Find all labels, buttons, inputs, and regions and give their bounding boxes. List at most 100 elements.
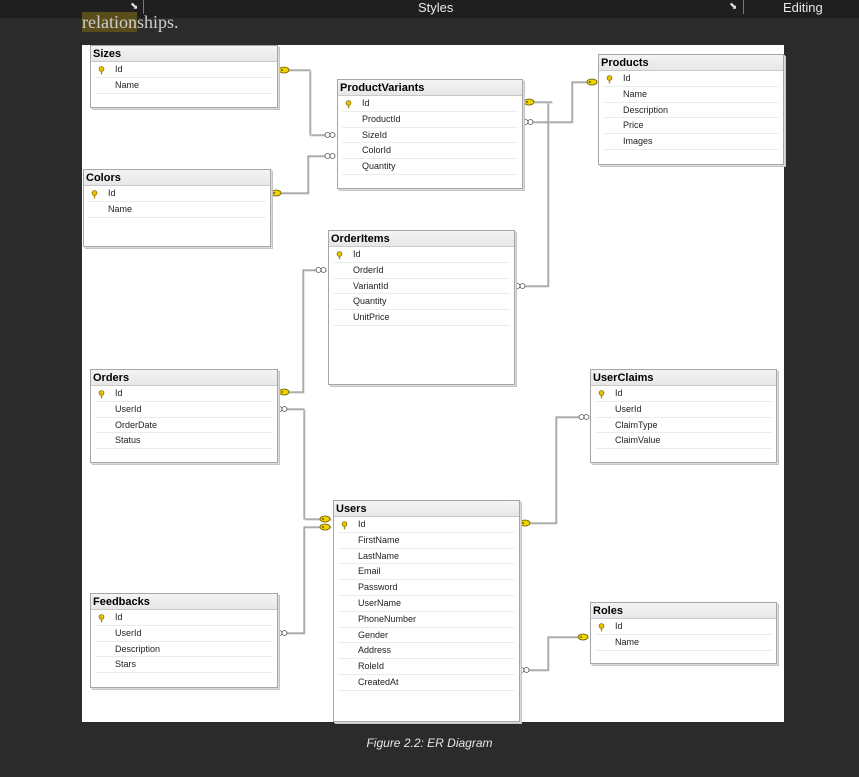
column-name: UserId: [115, 627, 142, 638]
dialog-launcher-icon[interactable]: ⬊: [130, 1, 139, 12]
column-row: LastName: [338, 549, 515, 565]
primary-key-icon: [335, 250, 344, 260]
column-name: RoleId: [358, 661, 385, 672]
table-title: Feedbacks: [91, 594, 277, 610]
column-name: UnitPrice: [353, 312, 390, 323]
column-name: Id: [362, 98, 370, 108]
column-row: Id: [333, 247, 510, 263]
column-name: Name: [623, 88, 648, 99]
many-end-infinity-icon: [276, 630, 288, 636]
editing-group-label[interactable]: Editing: [783, 0, 823, 15]
primary-key-icon: [597, 622, 606, 632]
column-row: ColorId: [342, 143, 518, 160]
primary-key-icon: [97, 613, 106, 623]
many-end-infinity-icon: [324, 153, 336, 159]
column-row: UnitPrice: [333, 310, 510, 326]
primary-key-icon: [605, 74, 614, 84]
column-name: OrderDate: [115, 419, 158, 430]
one-end-key-icon: [586, 78, 598, 86]
styles-group-label: Styles: [418, 0, 454, 15]
column-row: UserId: [95, 626, 273, 642]
column-row: UserId: [595, 402, 772, 418]
column-row: Quantity: [342, 159, 518, 175]
column-name: VariantId: [353, 280, 389, 291]
one-end-key-icon: [523, 98, 535, 106]
ribbon-bar: ⬊ Styles ⬊ Editing: [0, 0, 859, 18]
primary-key-icon: [90, 189, 99, 199]
many-end-infinity-icon: [324, 132, 336, 138]
table-title: ProductVariants: [338, 80, 522, 96]
column-name: Id: [115, 64, 123, 74]
relationship-lines: [270, 66, 598, 673]
many-end-infinity-icon: [514, 283, 526, 289]
primary-key-icon: [97, 389, 106, 399]
column-row: Description: [603, 103, 779, 119]
primary-key-icon: [597, 389, 606, 399]
column-row: SizeId: [342, 128, 518, 144]
table-title: Sizes: [91, 46, 277, 62]
column-row: Id: [595, 386, 772, 402]
column-row: Id: [88, 186, 266, 202]
column-name: Id: [358, 519, 366, 529]
column-name: ClaimType: [615, 419, 658, 430]
column-row: Description: [95, 642, 273, 658]
many-end-infinity-icon: [578, 414, 590, 420]
table-title: Users: [334, 501, 519, 517]
figure-caption: Figure 2.2: ER Diagram: [366, 736, 493, 750]
column-row: RoleId: [338, 659, 515, 675]
column-name: Id: [115, 388, 123, 398]
column-row: OrderDate: [95, 418, 273, 434]
column-name: Gender: [358, 629, 389, 640]
column-row: ClaimValue: [595, 433, 772, 450]
highlighted-text: relation: [82, 12, 137, 32]
column-name: FirstName: [358, 534, 400, 545]
document-text-fragment: relationships.: [82, 12, 179, 32]
one-end-key-icon: [519, 519, 531, 527]
column-name: Id: [353, 249, 361, 259]
divider: [143, 0, 144, 14]
column-name: Images: [623, 136, 653, 147]
column-name: Id: [615, 621, 623, 631]
column-row: Price: [603, 118, 779, 135]
one-end-key-icon: [577, 633, 589, 641]
many-end-infinity-icon: [315, 267, 327, 273]
column-row: Address: [338, 643, 515, 660]
column-name: Id: [623, 73, 631, 83]
table-title: OrderItems: [329, 231, 514, 247]
column-row: Gender: [338, 628, 515, 644]
column-name: Price: [623, 120, 644, 131]
column-name: OrderId: [353, 264, 384, 275]
column-row: UserName: [338, 596, 515, 612]
primary-key-icon: [97, 65, 106, 75]
table-title: UserClaims: [591, 370, 776, 386]
column-name: Email: [358, 566, 381, 577]
column-row: Quantity: [333, 294, 510, 311]
column-row: PhoneNumber: [338, 612, 515, 628]
table-title: Orders: [91, 370, 277, 386]
one-end-key-icon: [278, 388, 290, 396]
column-name: ProductId: [362, 113, 401, 124]
one-end-key-icon: [270, 189, 282, 197]
dialog-launcher-icon[interactable]: ⬊: [729, 1, 738, 12]
column-row: Id: [95, 386, 273, 402]
column-name: ColorId: [362, 145, 392, 156]
column-name: Password: [358, 582, 398, 593]
many-end-infinity-icon: [276, 406, 288, 412]
column-row: Email: [338, 564, 515, 581]
column-name: Description: [623, 104, 669, 115]
column-name: CreatedAt: [358, 676, 399, 687]
column-name: Name: [108, 203, 133, 214]
primary-key-icon: [340, 520, 349, 530]
divider: [743, 0, 744, 14]
column-row: Stars: [95, 657, 273, 674]
column-name: LastName: [358, 550, 400, 561]
column-name: Status: [115, 435, 141, 446]
